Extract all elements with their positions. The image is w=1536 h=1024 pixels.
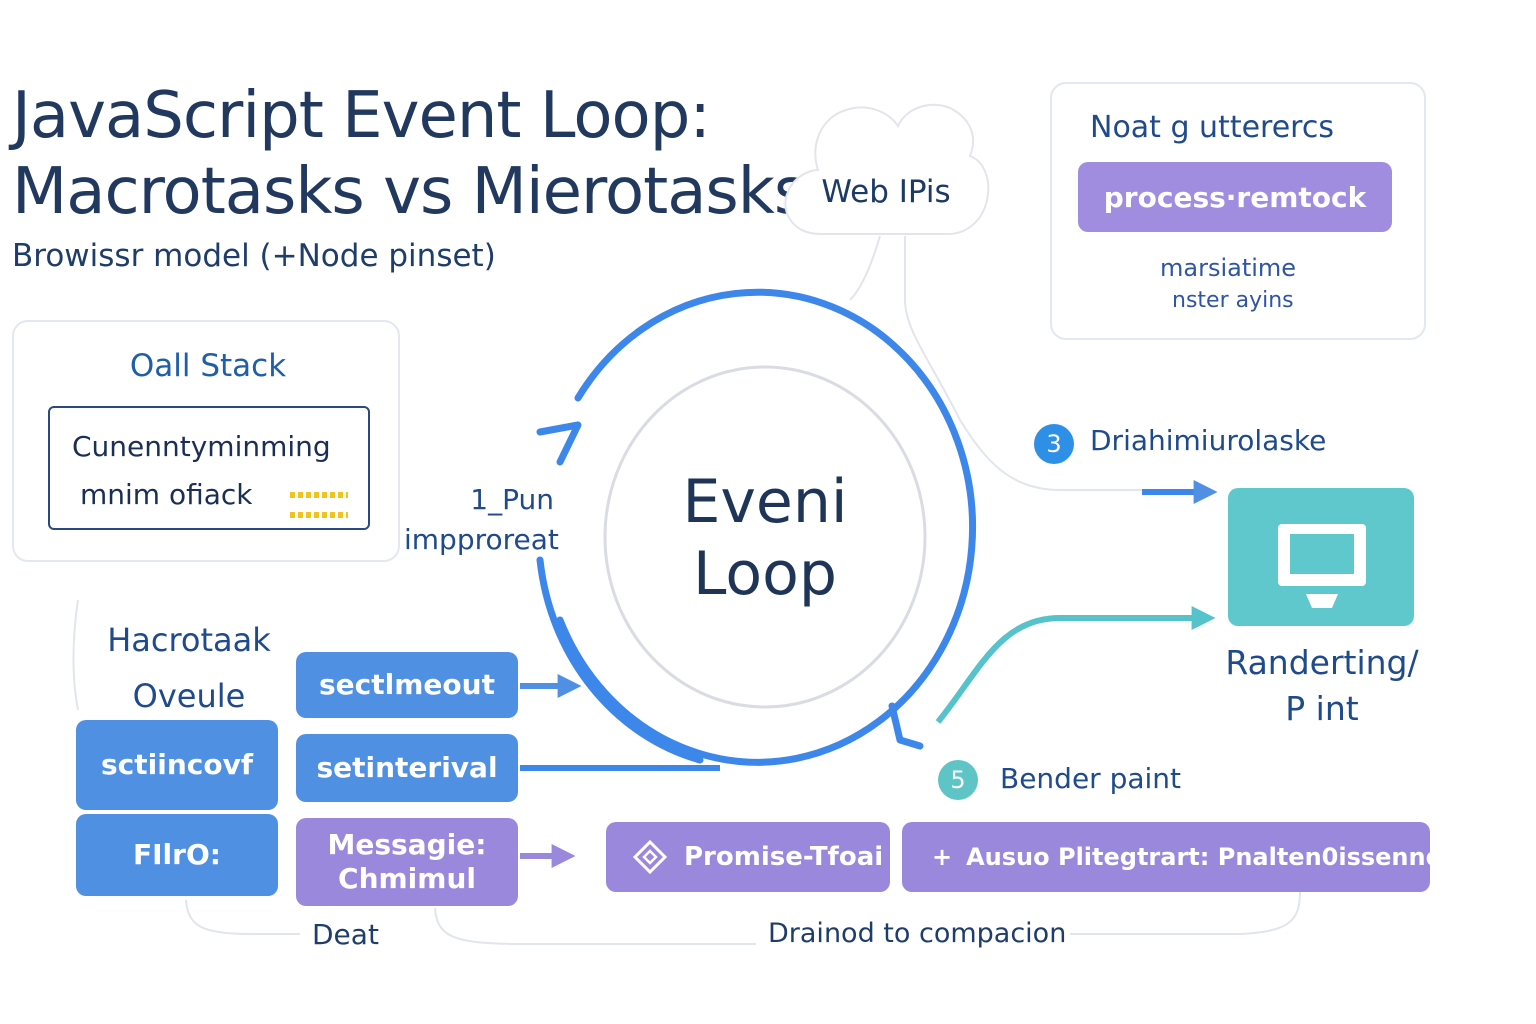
diagram-title: JavaScript Event Loop: Macrotasks vs Mie… bbox=[12, 78, 807, 230]
step3-badge: 3 bbox=[1034, 424, 1074, 464]
task-setimmediate[interactable]: sctiincovf bbox=[76, 720, 278, 810]
node-note-line2: nster ayins bbox=[1172, 288, 1294, 313]
rendering-line1: Randerting/ bbox=[1225, 643, 1419, 682]
rendering-line2: P int bbox=[1285, 689, 1359, 728]
process-nexttick-button[interactable]: process·remtock bbox=[1078, 162, 1392, 232]
arrow-render bbox=[935, 606, 1216, 724]
title-line2: Macrotasks vs Mierotasks bbox=[12, 155, 807, 229]
task-io[interactable]: FIlrO: bbox=[76, 814, 278, 896]
loop-arrowhead-top bbox=[536, 421, 582, 466]
event-loop-ring bbox=[556, 288, 977, 766]
web-apis-cloud: Web IPis bbox=[780, 96, 992, 236]
macrotask-footnote: Deat bbox=[312, 918, 379, 951]
drained-note: Drainod to compacion bbox=[768, 918, 1067, 949]
call-stack-line1: Cunenntyminming bbox=[72, 430, 331, 463]
async-microtask-button[interactable]: + Ausuo Plitegtrart: Pnalten0issennd bbox=[902, 822, 1443, 892]
cloud-icon bbox=[784, 103, 990, 235]
step3-label: Driahimiurolaske bbox=[1090, 424, 1327, 457]
node-note-line1: marsiatime bbox=[1160, 254, 1297, 282]
call-stack-title: Oall Stack bbox=[129, 348, 287, 384]
event-loop-core bbox=[603, 365, 927, 709]
event-loop-line2: Loop bbox=[693, 539, 837, 609]
stack-frame-bar bbox=[290, 492, 348, 498]
plus-icon: + bbox=[932, 843, 953, 871]
event-loop-line1: Eveni bbox=[682, 467, 848, 537]
diagram-subtitle: Browissr model (+Node pinset) bbox=[12, 238, 496, 274]
call-stack-panel: Oall Stack Cunenntyminming mnim ofiack bbox=[12, 320, 400, 562]
task-message-channel[interactable]: Messagie: Chmimul bbox=[296, 818, 518, 906]
event-loop-ring-lower bbox=[536, 556, 704, 764]
step5-badge: 5 bbox=[938, 760, 978, 800]
macrotask-title-line2: Oveule bbox=[132, 677, 246, 715]
title-line1: JavaScript Event Loop: bbox=[12, 79, 711, 153]
diamond-icon bbox=[632, 839, 668, 875]
promise-then-button[interactable]: Promise-Tfoai bbox=[606, 822, 890, 892]
step1-label: 1_Pun impproreat bbox=[404, 480, 559, 560]
event-loop-label: Eveni Loop bbox=[600, 466, 930, 610]
macrotask-title-line1: Hacrotaak bbox=[107, 621, 271, 659]
task-setinterval[interactable]: setinterival bbox=[296, 734, 518, 802]
node-utterances-panel: Noat g utterercs process·remtock marsiat… bbox=[1050, 82, 1426, 340]
async-microtask-label: Ausuo Plitegtrart: Pnalten0issennd bbox=[966, 843, 1443, 871]
step1-line1: 1_Pun bbox=[470, 483, 554, 516]
call-stack-line2: mnim ofiack bbox=[80, 478, 253, 511]
node-panel-title: Noat g utterercs bbox=[1090, 110, 1334, 145]
promise-then-label: Promise-Tfoai bbox=[684, 842, 884, 872]
rendering-label: Randerting/ P int bbox=[1210, 640, 1434, 732]
web-apis-label: Web IPis bbox=[821, 174, 951, 210]
step1-line2: impproreat bbox=[404, 523, 559, 556]
task-settimeout[interactable]: sectlmeout bbox=[296, 652, 518, 718]
stack-frame-bar bbox=[290, 512, 348, 518]
macrotask-queue-title: Hacrotaak Oveule bbox=[84, 612, 294, 724]
step5-label: Bender paint bbox=[1000, 762, 1182, 795]
monitor-icon bbox=[1278, 524, 1366, 608]
rendering-box bbox=[1228, 488, 1414, 626]
call-stack-frame: Cunenntyminming mnim ofiack bbox=[48, 406, 370, 530]
loop-arrowhead-bottom bbox=[888, 702, 924, 750]
